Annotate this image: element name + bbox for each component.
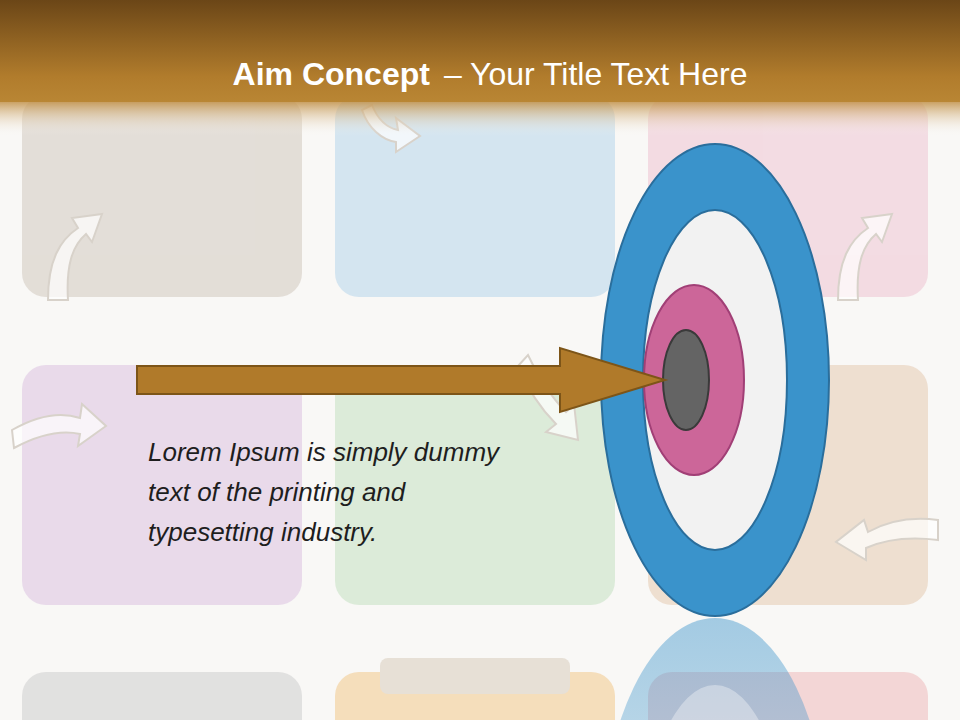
faded-tiles — [22, 95, 928, 720]
curved-arrow — [12, 404, 106, 448]
aim-arrow — [137, 348, 665, 412]
title-text: Aim Concept — [233, 56, 430, 92]
curved-arrow — [836, 519, 938, 560]
slide-title: Aim Concept – Your Title Text Here — [20, 52, 960, 96]
reflection-ellipse — [643, 685, 787, 720]
curved-arrow — [48, 214, 102, 300]
tile-tab — [380, 658, 570, 694]
subtitle-text: – Your Title Text Here — [444, 56, 748, 92]
target-bullseye — [663, 330, 709, 430]
body-text: Lorem Ipsum is simply dummy text of the … — [148, 432, 538, 552]
curved-arrow — [838, 214, 892, 300]
target-reflection — [600, 618, 830, 720]
reflection-ellipse — [600, 618, 830, 720]
header-fade — [0, 102, 960, 136]
header-bar — [0, 0, 960, 102]
tile — [22, 672, 302, 720]
